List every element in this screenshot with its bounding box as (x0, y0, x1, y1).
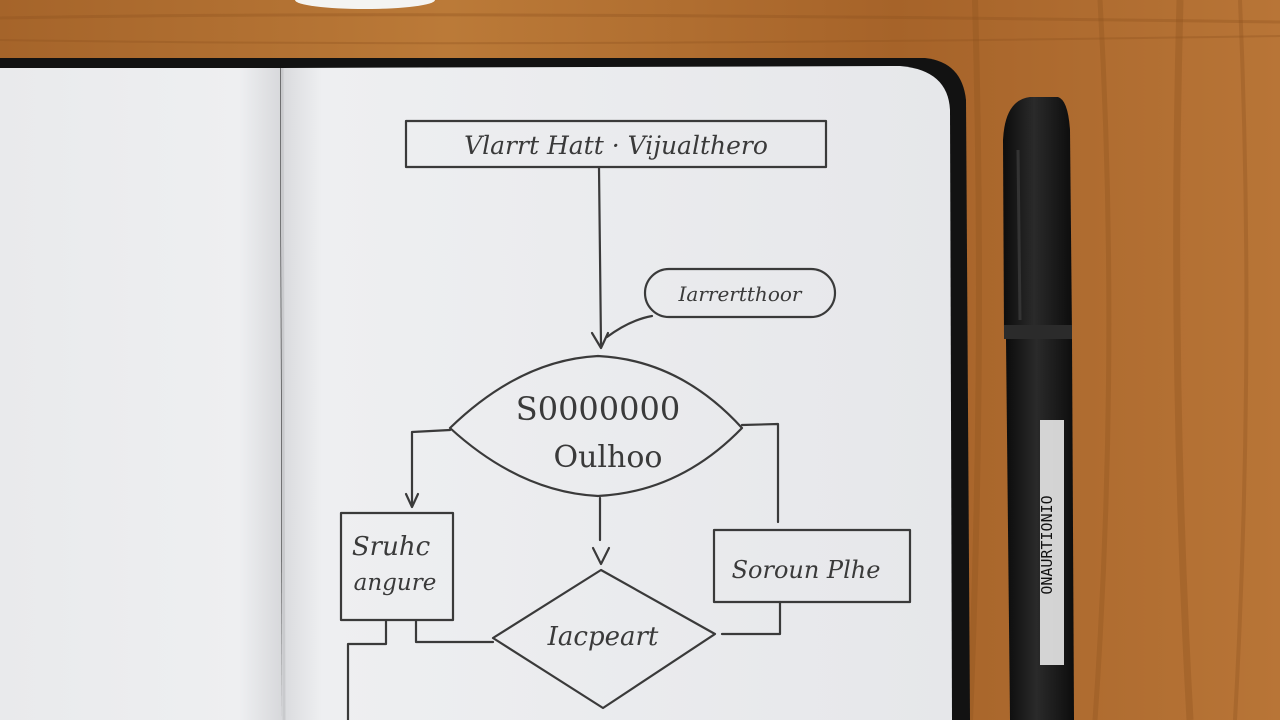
right-page (282, 66, 952, 720)
pen: ONAURTIONIO (1003, 97, 1074, 720)
decision-2-shape (491, 568, 717, 710)
connector-down-left (346, 619, 388, 720)
decision-1-text-line-1: S0000000 (516, 390, 680, 428)
right-box (712, 528, 912, 604)
left-page (0, 68, 282, 720)
flowchart-drawing (339, 119, 912, 720)
left-box-text-line-2: angure (354, 570, 437, 596)
decision-1-shape (448, 354, 744, 498)
callout-tail (605, 314, 654, 339)
left-box-text-line-1: Sruhc (352, 532, 431, 562)
right-box-text: Soroun Plhe (732, 556, 881, 584)
callout-text: Iarrertthoor (678, 282, 803, 306)
pen-label-strip (1040, 420, 1064, 665)
arrow-title-to-decision (597, 166, 603, 347)
title-box-text: Vlarrt Hatt · Vijualthero (464, 131, 768, 160)
pen-cap (1003, 97, 1072, 335)
pen-cap-ring (1004, 325, 1072, 339)
title-box (404, 119, 828, 169)
connector-right-box-to-decision-2 (720, 600, 782, 636)
pen-label-text: ONAURTIONIO (1038, 495, 1056, 594)
arrow-decision-to-right-box (740, 422, 780, 524)
notebook-spine (280, 67, 286, 720)
connector-left-box-to-decision-2 (414, 619, 495, 644)
decision-2-text: Iacpeart (547, 622, 659, 652)
mug-base (295, 0, 435, 9)
callout-bubble (643, 267, 837, 319)
left-box (339, 511, 455, 622)
arrow-decision-to-left-box (410, 428, 452, 507)
decision-1-text-line-2: Oulhoo (554, 440, 663, 475)
